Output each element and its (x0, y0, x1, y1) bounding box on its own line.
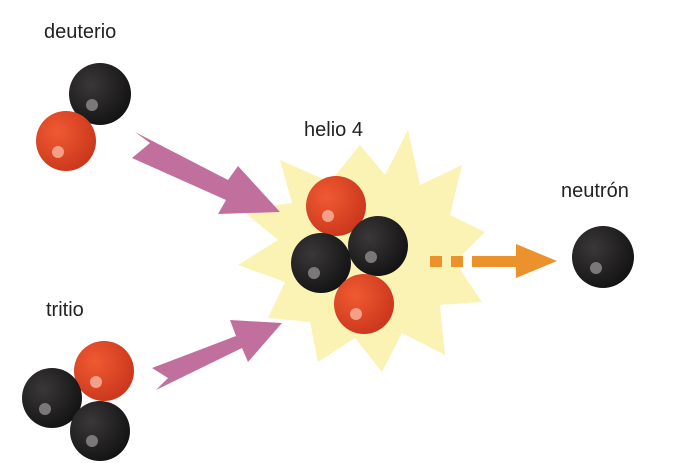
deuterium-arrow (132, 132, 280, 214)
deuterium-label: deuterio (44, 21, 117, 43)
neutron-label: neutrón (561, 180, 629, 202)
proton-particle (74, 341, 134, 401)
proton-particle (306, 176, 366, 236)
helium-nucleus (291, 176, 408, 334)
neutron-particle (22, 368, 82, 428)
helium-label: helio 4 (304, 119, 363, 141)
free-neutron (572, 226, 634, 288)
neutron-particle (69, 63, 131, 125)
neutron-particle (348, 216, 408, 276)
tritium-label: tritio (46, 299, 84, 321)
deuterium-nucleus (36, 63, 131, 171)
tritium-arrow (152, 320, 282, 390)
proton-particle (36, 111, 96, 171)
neutron-particle (291, 233, 351, 293)
tritium-nucleus (22, 341, 134, 461)
neutron-arrow (430, 244, 557, 278)
neutron-particle (70, 401, 130, 461)
proton-particle (334, 274, 394, 334)
